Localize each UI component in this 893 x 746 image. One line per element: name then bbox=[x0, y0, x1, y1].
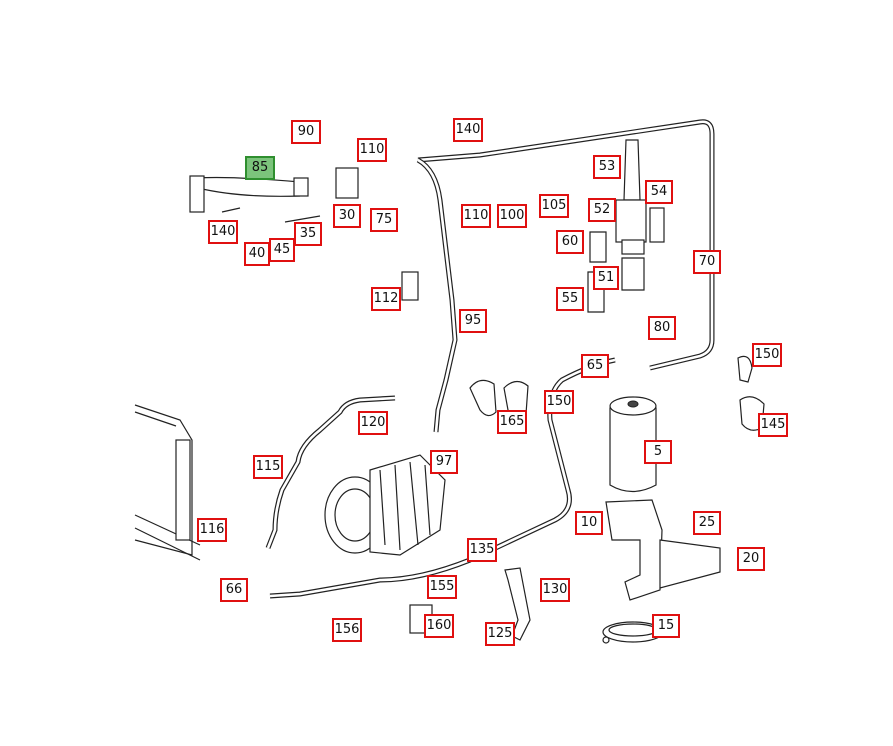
evaporator-pipes bbox=[189, 167, 359, 223]
callout-52[interactable]: 52 bbox=[588, 198, 616, 222]
callout-54[interactable]: 54 bbox=[645, 180, 673, 204]
callout-105[interactable]: 105 bbox=[539, 194, 569, 218]
condenser bbox=[134, 404, 201, 561]
callout-120[interactable]: 120 bbox=[358, 411, 388, 435]
callout-53[interactable]: 53 bbox=[593, 155, 621, 179]
callout-20[interactable]: 20 bbox=[737, 547, 765, 571]
callout-40[interactable]: 40 bbox=[244, 242, 270, 266]
callout-125[interactable]: 125 bbox=[485, 622, 515, 646]
callout-95[interactable]: 95 bbox=[459, 309, 487, 333]
pressure-switch-assembly bbox=[587, 139, 665, 313]
callout-85-selected[interactable]: 85 bbox=[245, 156, 275, 180]
callout-25[interactable]: 25 bbox=[693, 511, 721, 535]
callout-116[interactable]: 116 bbox=[197, 518, 227, 542]
callout-110[interactable]: 110 bbox=[357, 138, 387, 162]
callout-165[interactable]: 165 bbox=[497, 410, 527, 434]
callout-140[interactable]: 140 bbox=[208, 220, 238, 244]
callout-155[interactable]: 155 bbox=[427, 575, 457, 599]
callout-112[interactable]: 112 bbox=[371, 287, 401, 311]
callout-66[interactable]: 66 bbox=[220, 578, 248, 602]
callout-30[interactable]: 30 bbox=[333, 204, 361, 228]
callout-150[interactable]: 150 bbox=[752, 343, 782, 367]
callout-140[interactable]: 140 bbox=[453, 118, 483, 142]
callout-70[interactable]: 70 bbox=[693, 250, 721, 274]
compressor bbox=[324, 454, 446, 556]
callout-60[interactable]: 60 bbox=[556, 230, 584, 254]
callout-51[interactable]: 51 bbox=[593, 266, 619, 290]
callout-145[interactable]: 145 bbox=[758, 413, 788, 437]
callout-100[interactable]: 100 bbox=[497, 204, 527, 228]
bracket-125 bbox=[504, 567, 531, 641]
callout-135[interactable]: 135 bbox=[467, 538, 497, 562]
callout-115[interactable]: 115 bbox=[253, 455, 283, 479]
callout-90[interactable]: 90 bbox=[291, 120, 321, 144]
clamp bbox=[602, 621, 664, 644]
callout-55[interactable]: 55 bbox=[556, 287, 584, 311]
callout-160[interactable]: 160 bbox=[424, 614, 454, 638]
callout-65[interactable]: 65 bbox=[581, 354, 609, 378]
refrigerant-line-upper bbox=[417, 119, 715, 371]
callout-156[interactable]: 156 bbox=[332, 618, 362, 642]
callout-75[interactable]: 75 bbox=[370, 208, 398, 232]
bracket bbox=[605, 499, 721, 601]
pipe-clamp-165 bbox=[469, 379, 529, 417]
refrigerant-line-95 bbox=[416, 157, 458, 433]
callout-130[interactable]: 130 bbox=[540, 578, 570, 602]
callout-5[interactable]: 5 bbox=[644, 440, 672, 464]
refrigerant-line-150 bbox=[269, 357, 616, 599]
callout-15[interactable]: 15 bbox=[652, 614, 680, 638]
callout-45[interactable]: 45 bbox=[269, 238, 295, 262]
callout-10[interactable]: 10 bbox=[575, 511, 603, 535]
callout-97[interactable]: 97 bbox=[430, 450, 458, 474]
callout-80[interactable]: 80 bbox=[648, 316, 676, 340]
receiver-drier bbox=[609, 396, 657, 493]
callout-110[interactable]: 110 bbox=[461, 204, 491, 228]
callout-150[interactable]: 150 bbox=[544, 390, 574, 414]
refrigerant-line-115 bbox=[265, 395, 396, 549]
callout-35[interactable]: 35 bbox=[294, 222, 322, 246]
